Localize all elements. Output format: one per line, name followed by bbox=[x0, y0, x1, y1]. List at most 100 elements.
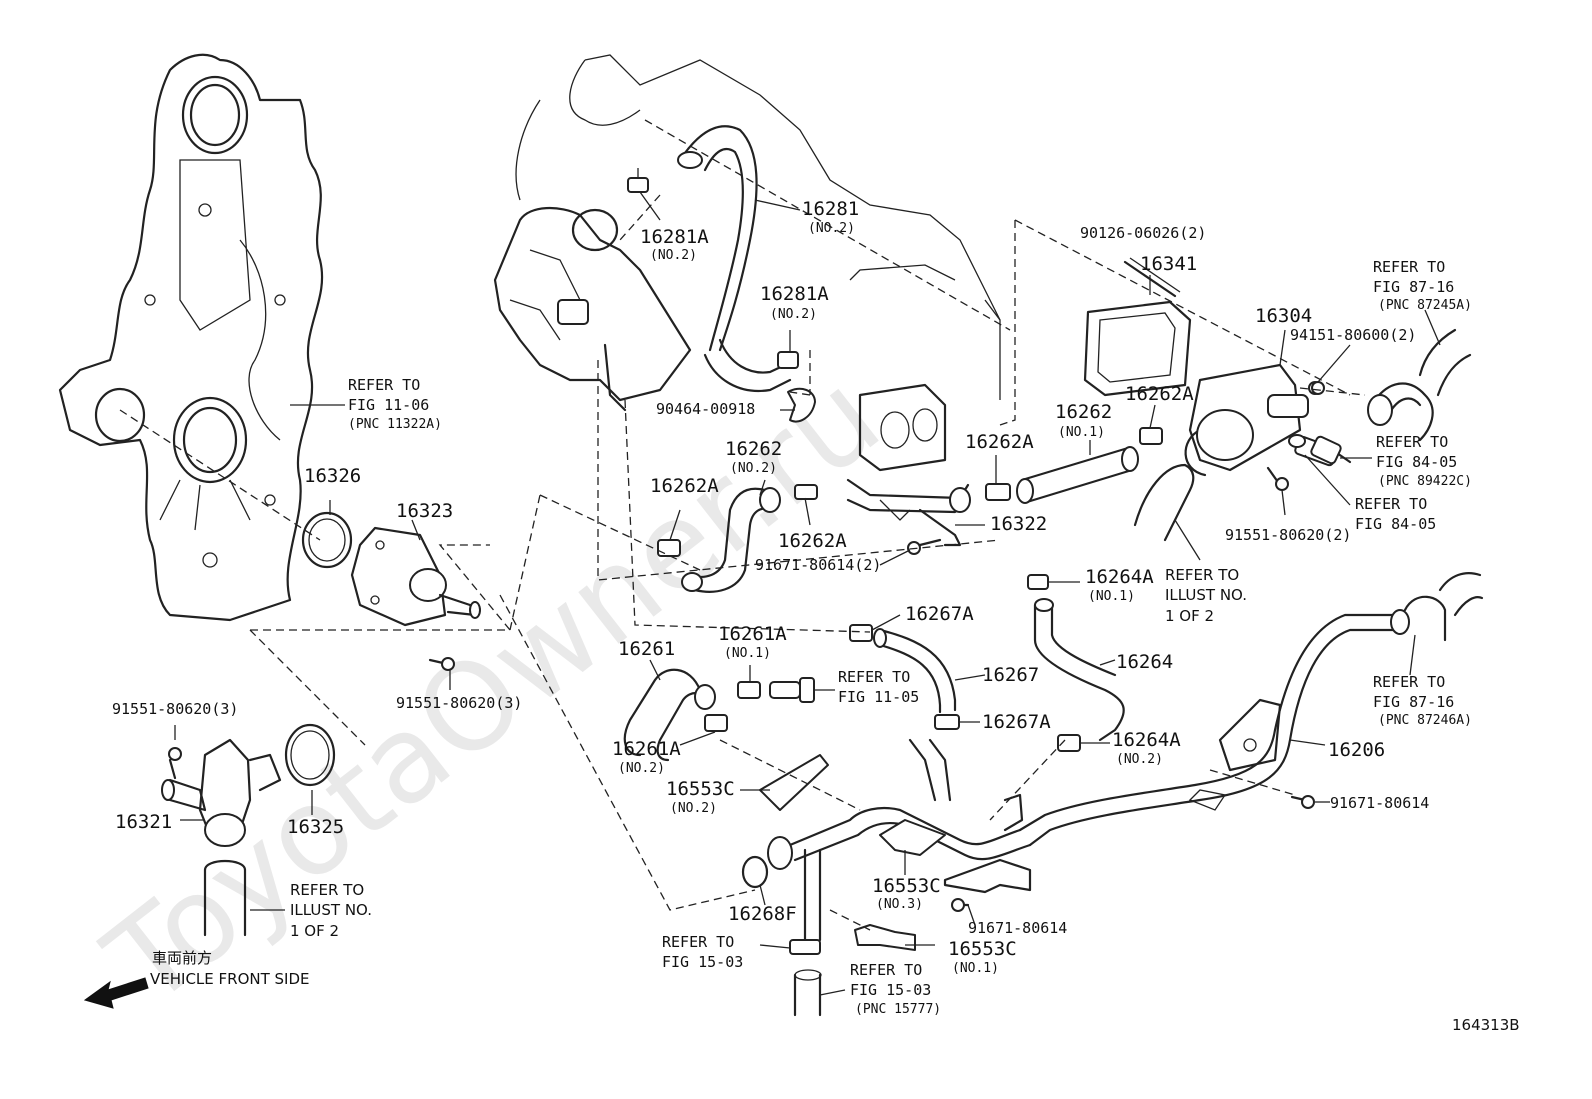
label-16323: 16323 bbox=[396, 500, 453, 522]
label-90464: 90464-00918 bbox=[656, 400, 755, 418]
sensor-part bbox=[1288, 434, 1342, 465]
svg-text:REFER TO: REFER TO bbox=[290, 881, 364, 899]
svg-text:(NO.1): (NO.1) bbox=[1088, 589, 1135, 604]
label-16281A-top: 16281A bbox=[640, 226, 709, 248]
hose-87-16-b bbox=[1403, 572, 1484, 642]
o-ring-16268F bbox=[741, 855, 769, 889]
label-16264: 16264 bbox=[1116, 651, 1173, 673]
leader-lines bbox=[174, 191, 1441, 996]
hose-heater-right bbox=[1367, 328, 1472, 442]
svg-text:ILLUST NO.: ILLUST NO. bbox=[1165, 586, 1247, 604]
svg-text:(NO.1): (NO.1) bbox=[952, 961, 999, 976]
label-16267A-top: 16267A bbox=[905, 603, 974, 625]
clamp-16261A-no1 bbox=[737, 681, 761, 699]
svg-text:FIG 11-05: FIG 11-05 bbox=[838, 688, 919, 706]
label-16281A-mid: 16281A bbox=[760, 283, 829, 305]
gasket-16341 bbox=[1083, 300, 1192, 397]
svg-text:(NO.2): (NO.2) bbox=[730, 461, 777, 476]
bolt-91551-3b bbox=[168, 747, 182, 780]
label-16262A-mid: 16262A bbox=[965, 431, 1034, 453]
arrow-left-icon bbox=[83, 977, 149, 1009]
label-16304: 16304 bbox=[1255, 305, 1312, 327]
svg-text:REFER TO: REFER TO bbox=[1165, 566, 1239, 584]
ref-fig-87-16-b: REFER TO FIG 87-16 (PNC 87246A) bbox=[1373, 673, 1472, 728]
engine-outline bbox=[515, 54, 1001, 400]
bolt-91671-2 bbox=[907, 538, 942, 555]
union-11-05 bbox=[769, 677, 815, 703]
clamp-16267A-top bbox=[849, 624, 873, 642]
ref-illust-right: REFER TO ILLUST NO. 1 OF 2 bbox=[1165, 566, 1247, 625]
ref-fig-11-06: REFER TO FIG 11-06 (PNC 11322A) bbox=[348, 376, 442, 432]
label-91671-2: 91671-80614(2) bbox=[755, 556, 881, 574]
bracket-16553C-no1 bbox=[854, 924, 916, 951]
svg-text:REFER TO: REFER TO bbox=[1373, 673, 1445, 691]
hose-16262-no1 bbox=[1016, 446, 1139, 504]
direction-japanese: 車両前方 bbox=[152, 949, 212, 967]
hose-to-illust-left bbox=[203, 859, 247, 937]
diagram-id: 164313B bbox=[1452, 1016, 1520, 1034]
clamp-16262A-bottom bbox=[794, 484, 818, 500]
label-16262-no1: 16262 bbox=[1055, 401, 1112, 423]
svg-text:1 OF 2: 1 OF 2 bbox=[290, 922, 339, 940]
svg-text:(NO.2): (NO.2) bbox=[670, 801, 717, 816]
hose-16262-no2 bbox=[681, 487, 781, 593]
reference-notes: REFER TO FIG 11-06 (PNC 11322A) REFER TO… bbox=[290, 258, 1472, 1017]
label-90126: 90126-06026(2) bbox=[1080, 224, 1206, 242]
ref-fig-84-05-a: REFER TO FIG 84-05 (PNC 89422C) bbox=[1376, 433, 1472, 489]
label-16268F: 16268F bbox=[728, 903, 797, 925]
bolt-91671-right bbox=[1290, 795, 1315, 809]
svg-text:REFER TO: REFER TO bbox=[1373, 258, 1445, 276]
svg-text:FIG 84-05: FIG 84-05 bbox=[1355, 515, 1436, 533]
label-16341: 16341 bbox=[1140, 253, 1197, 275]
svg-text:FIG 15-03: FIG 15-03 bbox=[662, 953, 743, 971]
svg-text:1 OF 2: 1 OF 2 bbox=[1165, 607, 1214, 625]
label-16206: 16206 bbox=[1328, 739, 1385, 761]
bracket-lower bbox=[943, 858, 1032, 894]
o-ring-16326 bbox=[301, 511, 353, 569]
svg-text:(NO.2): (NO.2) bbox=[618, 761, 665, 776]
svg-text:(NO.2): (NO.2) bbox=[650, 248, 697, 263]
bolt-91551-2 bbox=[1266, 466, 1289, 491]
ref-illust-left: REFER TO ILLUST NO. 1 OF 2 bbox=[290, 881, 372, 940]
ref-fig-11-05: REFER TO FIG 11-05 bbox=[838, 668, 919, 706]
label-91671-right: 91671-80614 bbox=[1330, 794, 1429, 812]
gasket-lower bbox=[858, 383, 947, 472]
svg-text:REFER TO: REFER TO bbox=[1355, 495, 1427, 513]
label-16267A-bottom: 16267A bbox=[982, 711, 1051, 733]
label-16262A-left: 16262A bbox=[650, 475, 719, 497]
label-16281: 16281 bbox=[802, 198, 859, 220]
svg-text:(NO.2): (NO.2) bbox=[1116, 752, 1163, 767]
hose-vertical-bottom bbox=[789, 848, 822, 1017]
o-ring-16325 bbox=[284, 723, 336, 787]
label-91551-3a: 91551-80620(3) bbox=[396, 694, 522, 712]
svg-text:(NO.2): (NO.2) bbox=[808, 221, 855, 236]
label-91551-2: 91551-80620(2) bbox=[1225, 526, 1351, 544]
clamp-16281A-mid bbox=[777, 351, 799, 369]
clamp-16262A-mid bbox=[985, 483, 1011, 501]
label-16264A-no1: 16264A bbox=[1085, 566, 1154, 588]
timing-cover bbox=[58, 53, 324, 622]
inlet-16323 bbox=[350, 526, 481, 627]
bracket-16553C-no2 bbox=[759, 754, 829, 811]
clamp-16264A-no1 bbox=[1027, 574, 1049, 590]
clamp-16261A-no2 bbox=[704, 714, 728, 732]
nut-94151 bbox=[1311, 381, 1325, 395]
label-91671-bottom: 91671-80614 bbox=[968, 919, 1067, 937]
label-16267: 16267 bbox=[982, 664, 1039, 686]
label-91551-3b: 91551-80620(3) bbox=[112, 700, 238, 718]
label-16553C-no2: 16553C bbox=[666, 778, 735, 800]
ref-fig-87-16-a: REFER TO FIG 87-16 (PNC 87245A) bbox=[1373, 258, 1472, 313]
svg-text:(PNC 87245A): (PNC 87245A) bbox=[1378, 298, 1472, 313]
ref-fig-15-03-b: REFER TO FIG 15-03 (PNC 15777) bbox=[850, 961, 941, 1017]
svg-text:FIG 87-16: FIG 87-16 bbox=[1373, 278, 1454, 296]
pump-assembly bbox=[493, 206, 692, 412]
svg-text:FIG 87-16: FIG 87-16 bbox=[1373, 693, 1454, 711]
pipe-16322 bbox=[846, 478, 971, 547]
hose-16264 bbox=[1033, 598, 1125, 742]
hose-16261 bbox=[623, 668, 716, 762]
hose-to-illust-right bbox=[1133, 463, 1195, 542]
hose-16267 bbox=[873, 628, 957, 714]
label-16553C-no1: 16553C bbox=[948, 938, 1017, 960]
label-16326: 16326 bbox=[304, 465, 361, 487]
